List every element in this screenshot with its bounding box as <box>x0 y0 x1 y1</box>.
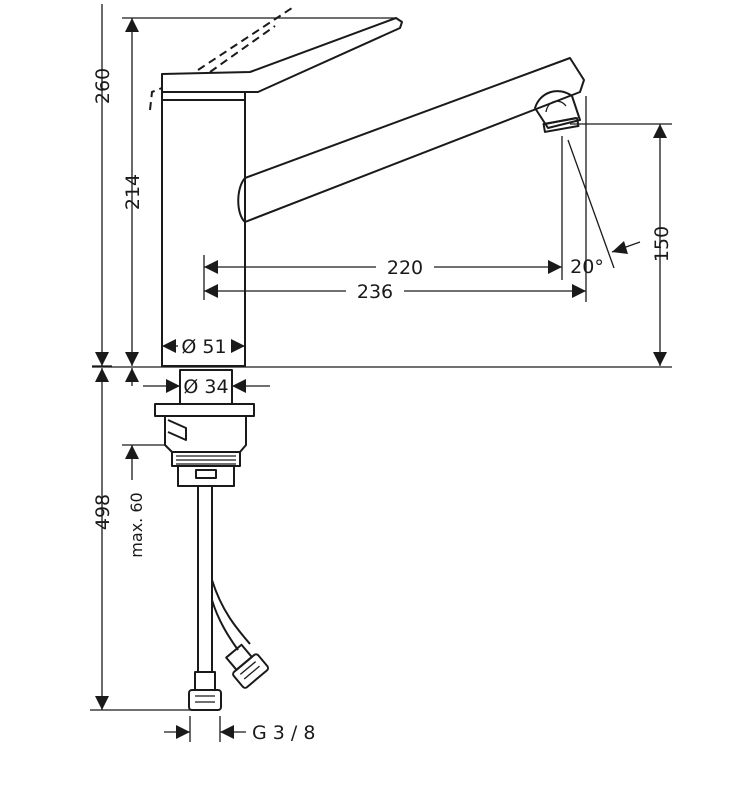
dim-reach-inner-label: 220 <box>387 257 423 279</box>
dim-reach-outer-label: 236 <box>357 281 393 303</box>
under-counter-assembly <box>154 369 270 711</box>
dim-total-height-label: 260 <box>92 68 114 104</box>
dim-body-height: 214 <box>122 17 395 366</box>
dim-reach-outer: 236 <box>204 96 587 303</box>
dim-shank-diameter-label: Ø 34 <box>183 376 228 398</box>
dim-connection-thread-label: G 3 / 8 <box>252 722 315 744</box>
dim-below-counter: 498 <box>90 368 200 711</box>
dim-below-counter-label: 498 <box>92 494 114 530</box>
dim-shank-diameter: Ø 34 <box>143 376 270 398</box>
dim-max-counter-thickness: max. 60 <box>122 368 165 558</box>
dim-spray-angle: 20° <box>567 139 641 278</box>
dim-connection-thread: G 3 / 8 <box>164 716 315 744</box>
dim-spray-angle-label: 20° <box>570 256 604 278</box>
dim-total-height: 260 <box>92 4 114 367</box>
dim-body-diameter-label: Ø 51 <box>181 336 226 358</box>
dim-body-height-label: 214 <box>122 174 144 210</box>
dim-spout-height: 150 <box>570 123 673 366</box>
dim-reach-inner: 220 <box>203 136 563 300</box>
faucet-body <box>161 17 585 367</box>
dim-max-counter-thickness-label: max. 60 <box>127 492 146 557</box>
dim-spout-height-label: 150 <box>651 226 673 262</box>
handle-swing-dashed <box>149 5 296 111</box>
dim-body-diameter: Ø 51 <box>162 336 245 358</box>
